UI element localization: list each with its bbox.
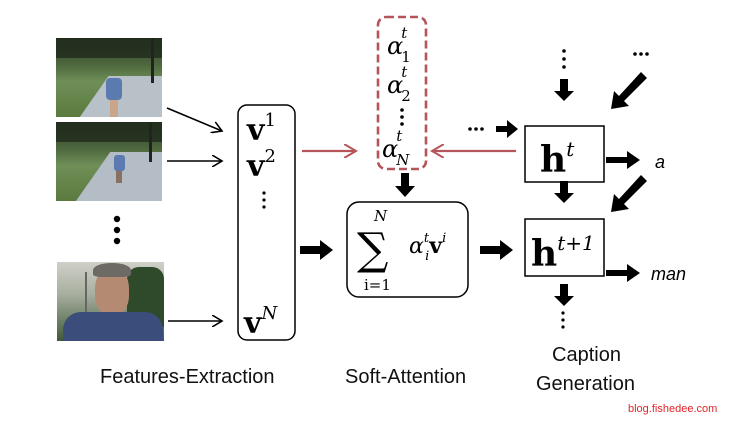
- feature-v2-sup: 2: [264, 146, 275, 167]
- top-diagonal-ellipsis: [633, 52, 649, 56]
- runner: [106, 78, 122, 100]
- feature-v1-sup: 1: [264, 110, 275, 131]
- tree-canopy: [56, 38, 162, 58]
- pole: [149, 122, 152, 162]
- hidden-state-t-sup: t: [566, 137, 575, 161]
- label-caption-line1: Caption: [552, 344, 621, 366]
- runner-legs: [110, 100, 118, 117]
- hair: [93, 263, 131, 277]
- arrow-frame1-to-features: [166, 107, 222, 131]
- arrow-top-to-hidden-t: [554, 79, 574, 101]
- hidden-state-t1-box: [524, 218, 605, 277]
- attention-weights-box: [376, 15, 428, 171]
- pole: [151, 38, 154, 83]
- hidden-state-t1: ht+1: [531, 231, 595, 275]
- left-horizontal-ellipsis: [468, 127, 484, 131]
- runner-legs: [116, 171, 122, 183]
- arrow-attention-to-sum: [395, 173, 415, 197]
- feature-v2: v2: [246, 146, 276, 184]
- bottom-vertical-ellipsis: [561, 311, 565, 329]
- power-pole: [85, 272, 87, 322]
- arrow-diag-to-hidden-t: [611, 72, 647, 109]
- video-frame-2: [56, 122, 162, 201]
- arrow-hidden-t1-down: [554, 284, 574, 306]
- sum-term-sup: t: [424, 231, 430, 246]
- arrow-hidden-t-to-t1: [554, 181, 574, 203]
- attention-alpha-1-sup: t: [401, 24, 408, 42]
- video-frame-1: [56, 38, 162, 117]
- hidden-state-t1-sup: t+1: [557, 231, 595, 255]
- feature-v1: v1: [246, 110, 276, 148]
- frames-ellipsis: [113, 215, 121, 245]
- attention-alpha-N-sup: t: [396, 127, 403, 145]
- feature-vN: vN: [243, 303, 278, 341]
- attention-alpha-1-sub: 1: [401, 48, 411, 66]
- arrow-diag-word-to-hidden-t1: [611, 175, 647, 212]
- sum-sigma: ∑: [357, 224, 388, 275]
- context-sum-box: [346, 201, 469, 298]
- arrow-prev-to-hidden-t: [496, 120, 518, 138]
- arrow-sum-to-hidden: [480, 240, 513, 260]
- output-word-a: a: [655, 152, 665, 172]
- output-word-man: man: [651, 264, 686, 284]
- shirt: [63, 312, 163, 341]
- sum-vec: v: [428, 233, 443, 259]
- runner: [114, 155, 125, 171]
- sum-lower-limit: i=1: [364, 276, 391, 294]
- sum-vec-sup: i: [442, 231, 446, 246]
- arrow-features-to-sum: [300, 240, 333, 260]
- label-soft-attention: Soft-Attention: [345, 366, 467, 388]
- feature-vN-sup: N: [260, 303, 278, 324]
- attention-vertical-ellipsis: [400, 108, 404, 126]
- features-box: [237, 104, 296, 341]
- label-caption-line2: Generation: [536, 373, 635, 395]
- sum-term-sub: i: [425, 249, 429, 264]
- sum-upper-limit: N: [373, 207, 388, 225]
- arrow-hidden-t-to-word-a: [606, 151, 640, 169]
- arrow-hidden-t1-to-word-man: [606, 264, 640, 282]
- tree-canopy: [56, 122, 162, 142]
- attention-alpha-N-sub: N: [395, 151, 410, 169]
- hidden-state-t: ht: [540, 137, 575, 181]
- watermark-link[interactable]: blog.fishedee.com: [628, 403, 718, 415]
- attention-alpha-2-sub: 2: [401, 87, 411, 105]
- features-vertical-ellipsis: [262, 191, 266, 209]
- attention-alpha-2-sup: t: [401, 63, 408, 81]
- label-features-extraction: Features-Extraction: [100, 366, 275, 388]
- video-frame-N: [57, 262, 164, 341]
- top-vertical-ellipsis: [562, 49, 566, 69]
